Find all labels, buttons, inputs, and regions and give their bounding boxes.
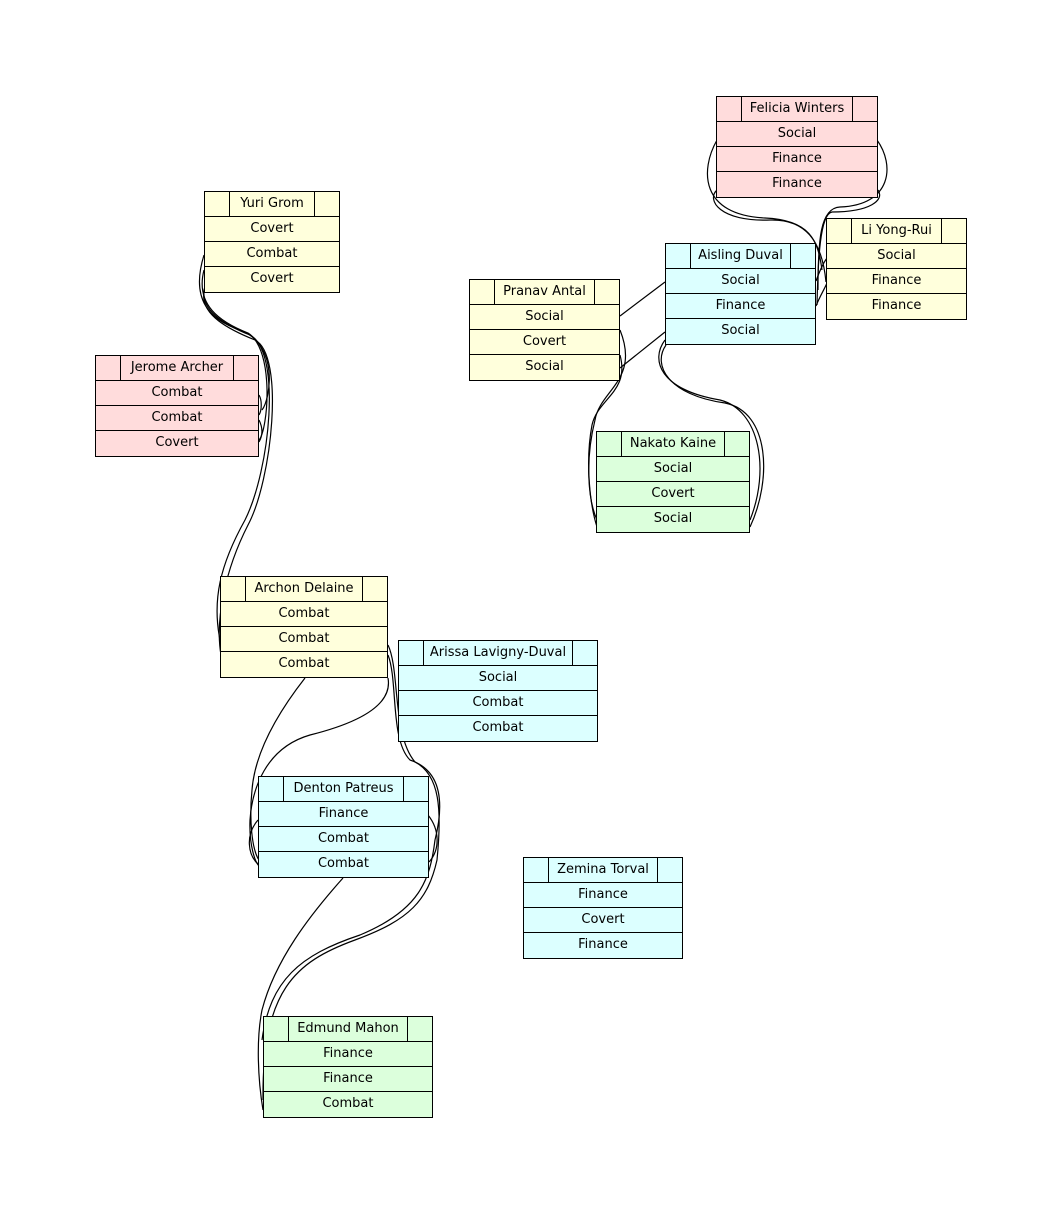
node-row: Finance <box>524 883 682 908</box>
node-li-yong-rui[interactable]: Li Yong-Rui Social Finance Finance <box>826 218 967 320</box>
connection-edge <box>248 819 259 865</box>
node-row: Combat <box>317 856 369 871</box>
node-felicia-winters[interactable]: Felicia Winters Social Finance Finance <box>716 96 878 198</box>
node-row: Social <box>653 511 693 526</box>
node-row: Combat <box>205 242 339 267</box>
node-pranav-antal[interactable]: Pranav Antal Social Covert Social <box>469 279 620 381</box>
node-row: Social <box>399 666 597 691</box>
node-row: Combat <box>221 602 387 627</box>
node-row: Social <box>597 457 749 482</box>
node-jerome-archer[interactable]: Jerome Archer Combat Combat Covert <box>95 355 259 457</box>
connection-edge <box>619 331 666 369</box>
connection-edge <box>258 419 263 443</box>
node-name: Zemina Torval <box>557 862 649 877</box>
node-aisling-duval[interactable]: Aisling Duval Social Finance Social <box>665 243 816 345</box>
node-name: Pranav Antal <box>503 284 586 299</box>
node-title: Pranav Antal <box>470 280 619 305</box>
connection-edge <box>250 677 306 861</box>
node-row: Combat <box>278 656 330 671</box>
connection-edge <box>201 269 268 441</box>
connection-edge <box>816 189 881 306</box>
connection-edge <box>588 354 623 528</box>
node-name: Felicia Winters <box>749 101 845 116</box>
node-title: Felicia Winters <box>717 97 877 122</box>
node-row: Social <box>525 359 564 374</box>
node-name: Nakato Kaine <box>629 436 717 451</box>
node-name: Li Yong-Rui <box>861 223 932 238</box>
node-name: Jerome Archer <box>130 360 224 375</box>
node-title: Zemina Torval <box>524 858 682 883</box>
node-row: Combat <box>96 381 258 406</box>
node-row: Combat <box>259 827 428 852</box>
node-archon-delaine[interactable]: Archon Delaine Combat Combat Combat <box>220 576 388 678</box>
node-title: Yuri Grom <box>205 192 339 217</box>
node-nakato-kaine[interactable]: Nakato Kaine Social Covert Social <box>596 431 750 533</box>
node-row: Finance <box>666 294 815 319</box>
node-title: Jerome Archer <box>96 356 258 381</box>
node-row: Social <box>827 244 966 269</box>
node-name: Aisling Duval <box>698 248 783 263</box>
node-edmund-mahon[interactable]: Edmund Mahon Finance Finance Combat <box>263 1016 433 1118</box>
node-row: Social <box>717 122 877 147</box>
node-name: Yuri Grom <box>240 196 304 211</box>
node-row: Finance <box>264 1067 432 1092</box>
node-row: Finance <box>871 298 922 313</box>
node-row: Social <box>666 269 815 294</box>
node-row: Finance <box>264 1042 432 1067</box>
node-row: Covert <box>205 217 339 242</box>
node-row: Covert <box>470 330 619 355</box>
node-row: Combat <box>221 627 387 652</box>
node-zemina-torval[interactable]: Zemina Torval Finance Covert Finance <box>523 857 683 959</box>
node-row: Combat <box>96 406 258 431</box>
connection-edge <box>258 394 262 416</box>
node-name: Archon Delaine <box>254 581 354 596</box>
connection-edge <box>619 281 666 317</box>
node-row: Finance <box>772 176 822 191</box>
node-title: Aisling Duval <box>666 244 815 269</box>
node-row: Social <box>721 323 760 338</box>
node-title: Edmund Mahon <box>264 1017 432 1042</box>
node-denton-patreus[interactable]: Denton Patreus Finance Combat Combat <box>258 776 429 878</box>
node-yuri-grom[interactable]: Yuri Grom Covert Combat Covert <box>204 191 340 293</box>
node-row: Covert <box>524 908 682 933</box>
connection-edge <box>249 677 390 867</box>
node-title: Li Yong-Rui <box>827 219 966 244</box>
node-row: Combat <box>472 720 524 735</box>
connection-edge <box>427 814 438 863</box>
node-title: Arissa Lavigny-Duval <box>399 641 597 666</box>
connection-edge <box>660 344 765 528</box>
node-row: Finance <box>717 147 877 172</box>
node-title: Nakato Kaine <box>597 432 749 457</box>
node-name: Arissa Lavigny-Duval <box>429 645 567 660</box>
node-row: Combat <box>399 691 597 716</box>
node-row: Covert <box>597 482 749 507</box>
node-row: Finance <box>827 269 966 294</box>
node-row: Finance <box>578 937 628 952</box>
node-row: Finance <box>259 802 428 827</box>
node-name: Edmund Mahon <box>297 1021 399 1036</box>
node-name: Denton Patreus <box>293 781 394 796</box>
connection-edge <box>658 339 761 521</box>
node-title: Denton Patreus <box>259 777 428 802</box>
node-row: Covert <box>250 271 294 286</box>
node-row: Combat <box>322 1096 374 1111</box>
node-row: Social <box>470 305 619 330</box>
node-title: Archon Delaine <box>221 577 387 602</box>
node-row: Covert <box>155 435 199 450</box>
connection-edge <box>257 877 344 1111</box>
node-arissa-lavigny-duval[interactable]: Arissa Lavigny-Duval Social Combat Comba… <box>398 640 598 742</box>
